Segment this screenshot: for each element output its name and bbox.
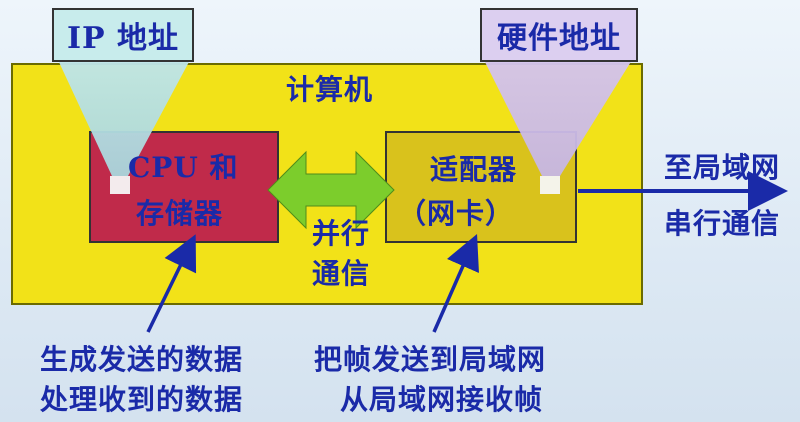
ip-address-label: IP 地址 (52, 8, 194, 62)
adapter-label-line1: 适配器 (430, 153, 518, 186)
computer-title: 计算机 (286, 73, 374, 106)
ip-address-point (110, 176, 130, 194)
hardware-address-point (540, 176, 560, 194)
adapter-note-line1: 把帧发送到局域网 (314, 343, 547, 376)
ip-address-beam (58, 60, 190, 176)
adapter-label-line2: （网卡） (398, 197, 515, 230)
adapter-note-line2: 从局域网接收帧 (340, 383, 544, 416)
lan-label-line2: 串行通信 (664, 207, 781, 240)
parallel-label-line2: 通信 (312, 257, 371, 290)
parallel-label-line1: 并行 (312, 217, 371, 250)
cpu-note-line2: 处理收到的数据 (40, 383, 244, 416)
cpu-memory-label-line2: 存储器 (136, 197, 224, 230)
cpu-note-pointer (146, 234, 197, 333)
cpu-memory-label-line1: CPU 和 (128, 151, 239, 184)
lan-label-line1: 至局域网 (664, 151, 781, 184)
hardware-address-label: 硬件地址 (480, 8, 638, 62)
hardware-address-beam (484, 60, 632, 176)
cpu-note-line1: 生成发送的数据 (40, 343, 244, 376)
adapter-note-pointer (432, 233, 479, 333)
parallel-communication-arrow (267, 150, 395, 230)
